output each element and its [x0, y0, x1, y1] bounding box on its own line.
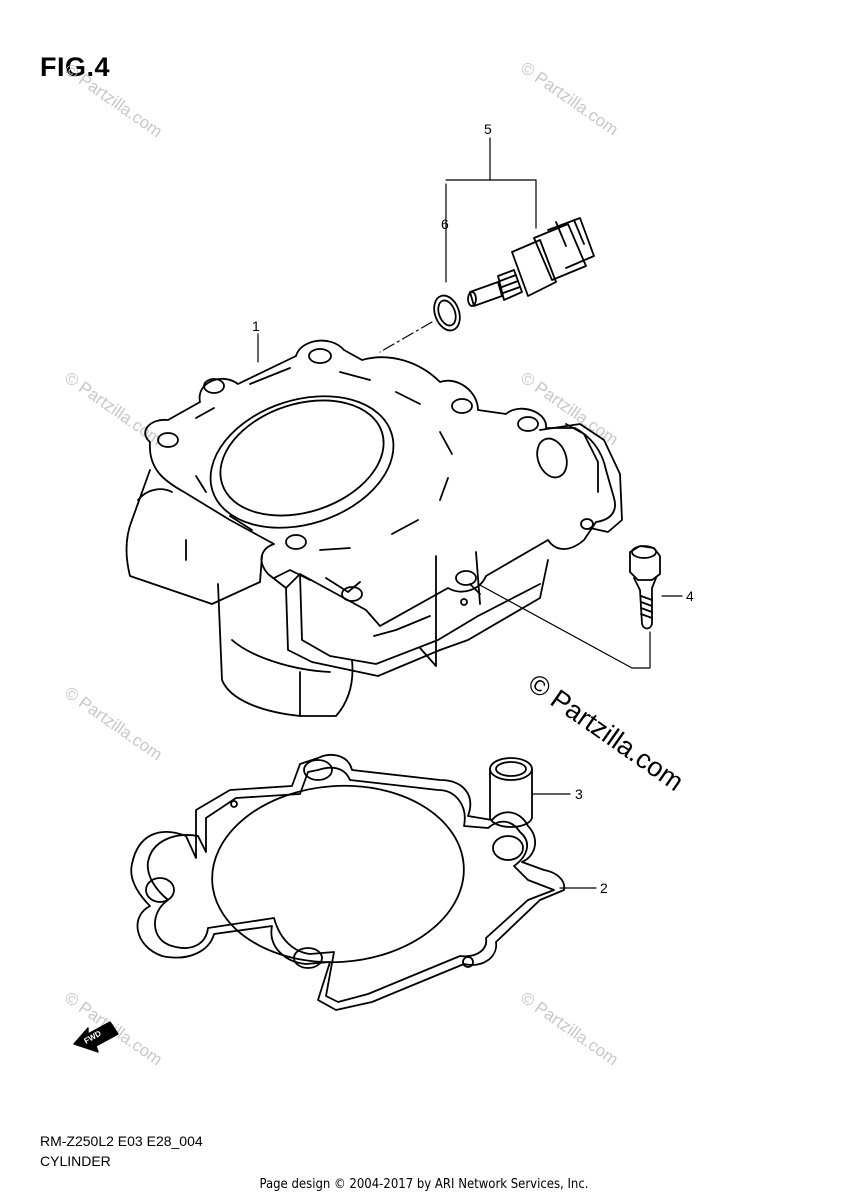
callout-1: 1 — [252, 318, 260, 334]
o-ring-part — [433, 294, 461, 332]
callout-2: 2 — [600, 880, 608, 896]
sensor-part — [467, 217, 595, 307]
page-footer: Page design © 2004-2017 by ARI Network S… — [259, 1177, 589, 1192]
callout-3: 3 — [575, 786, 583, 802]
section-name: CYLINDER — [40, 1153, 111, 1169]
leader-lines — [257, 137, 683, 889]
model-code: RM-Z250L2 E03 E28_004 — [40, 1133, 203, 1149]
callout-4: 4 — [686, 588, 694, 604]
cylinder-part — [125, 339, 623, 717]
gasket-part — [130, 754, 566, 1011]
callout-5: 5 — [484, 121, 492, 137]
figure-title: FIG.4 — [40, 52, 111, 82]
bolt-part — [629, 545, 661, 630]
fwd-arrow-icon — [73, 1021, 119, 1053]
dowel-pin-part — [489, 757, 533, 828]
callout-6: 6 — [441, 216, 449, 232]
